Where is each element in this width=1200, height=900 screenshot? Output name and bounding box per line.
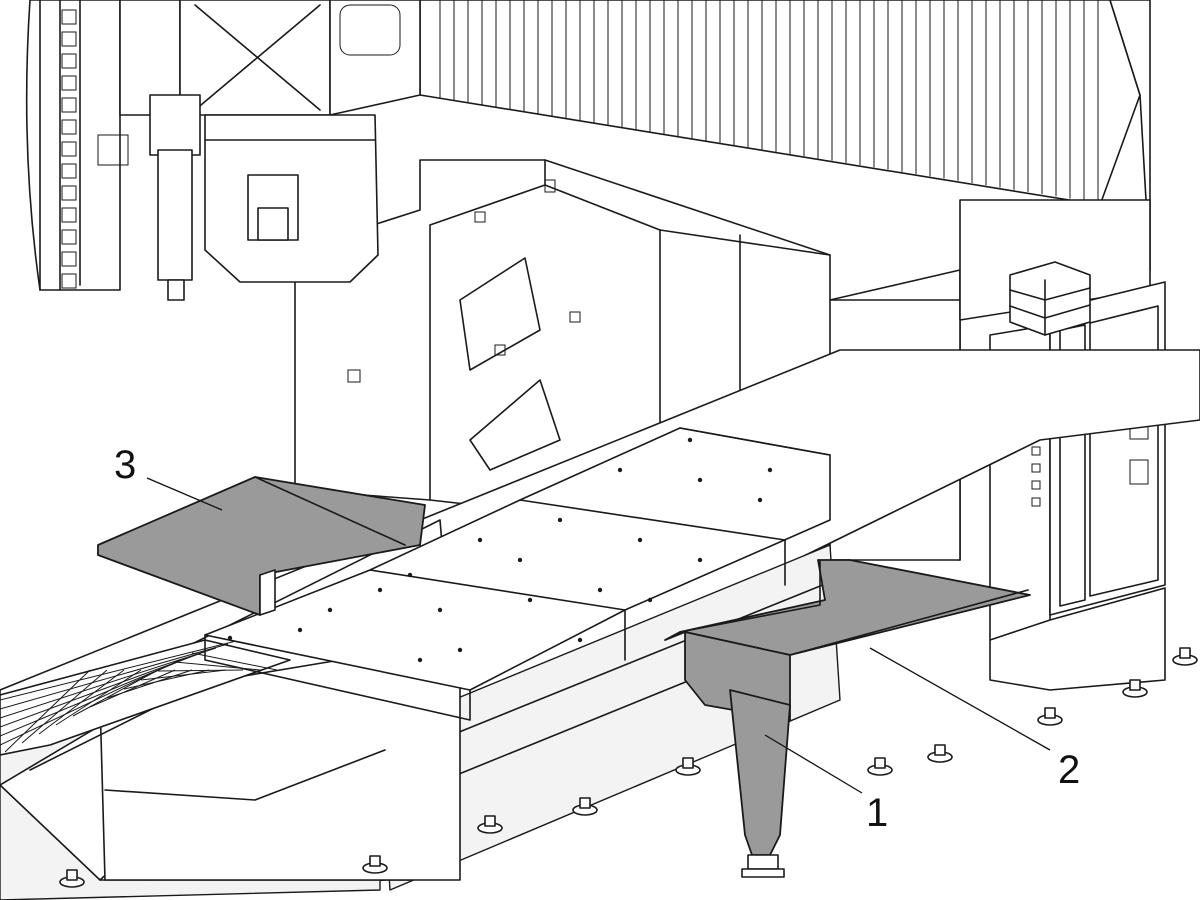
callout-number-3: 3 [114,443,136,487]
leveling-foot-stem [1044,707,1056,719]
bolt-hole [407,572,413,578]
leveling-foot-stem [484,815,496,827]
callout-number-2: 2 [1058,748,1080,792]
leader-1 [764,734,863,794]
bolt-hole [697,477,703,483]
tool-pocket [61,31,77,47]
leveling-feet [59,647,1198,888]
part-1-support-leg [729,689,791,878]
bolt-hole [617,467,623,473]
bolt-hole [647,597,653,603]
tool-pocket [61,119,77,135]
leveling-foot-stem [579,797,591,809]
bolt-hole [437,607,443,613]
grate-bar [106,669,193,699]
bolt-hole [697,557,703,563]
tool-pocket [61,9,77,25]
bolt-hole [227,635,233,641]
grate-bar [55,669,142,726]
bolt-hole [517,557,523,563]
grate-bar [0,659,181,746]
grate-bar [157,669,244,672]
tool-pocket [61,75,77,91]
tool-pocket [61,273,77,289]
bolt-hole [767,467,773,473]
tool-pocket [61,163,77,179]
leader-3 [146,477,223,511]
tool-pocket [61,229,77,245]
leveling-foot-stem [934,744,946,756]
grate-bar [191,652,278,671]
bolt-hole [527,597,533,603]
spindle-head [179,0,421,283]
chip-grate [0,639,291,756]
tool-pocket [61,185,77,201]
tool-pocket [61,97,77,113]
grate-bar [4,669,91,753]
grate-bar [140,669,227,681]
pallet-table [204,427,831,721]
bolt-hole [477,537,483,543]
bolt-hole [637,537,643,543]
leveling-foot-stem [682,757,694,769]
callout-number-1: 1 [866,791,888,835]
callout-leaders [146,477,1051,794]
grate-bar [0,643,229,710]
grate-bar [0,647,217,719]
grate-bar [0,639,241,701]
bolt-hole [327,607,333,613]
leader-2 [869,647,1051,751]
bolt-hole [597,587,603,593]
heat-sink-box [1009,261,1091,336]
leveling-foot-stem [874,757,886,769]
bolt-hole [297,627,303,633]
leveling-foot-stem [1129,679,1141,691]
bolt-hole [577,637,583,643]
bolt-hole [377,587,383,593]
leveling-foot-stem [66,869,78,881]
bolt-hole [557,517,563,523]
leveling-foot-stem [1179,647,1191,659]
part-3-left-chip-tray [97,476,426,616]
bolt-hole [687,437,693,443]
tool-pocket [61,141,77,157]
tool-pocket [61,251,77,267]
tool-pocket [61,53,77,69]
grate-bar [89,669,176,708]
leveling-foot-stem [369,855,381,867]
bolt-hole [457,647,463,653]
bolt-hole [417,657,423,663]
grate-bar [72,669,159,717]
bolt-hole [757,497,763,503]
spindle-motor [97,94,201,301]
tool-pocket [61,207,77,223]
